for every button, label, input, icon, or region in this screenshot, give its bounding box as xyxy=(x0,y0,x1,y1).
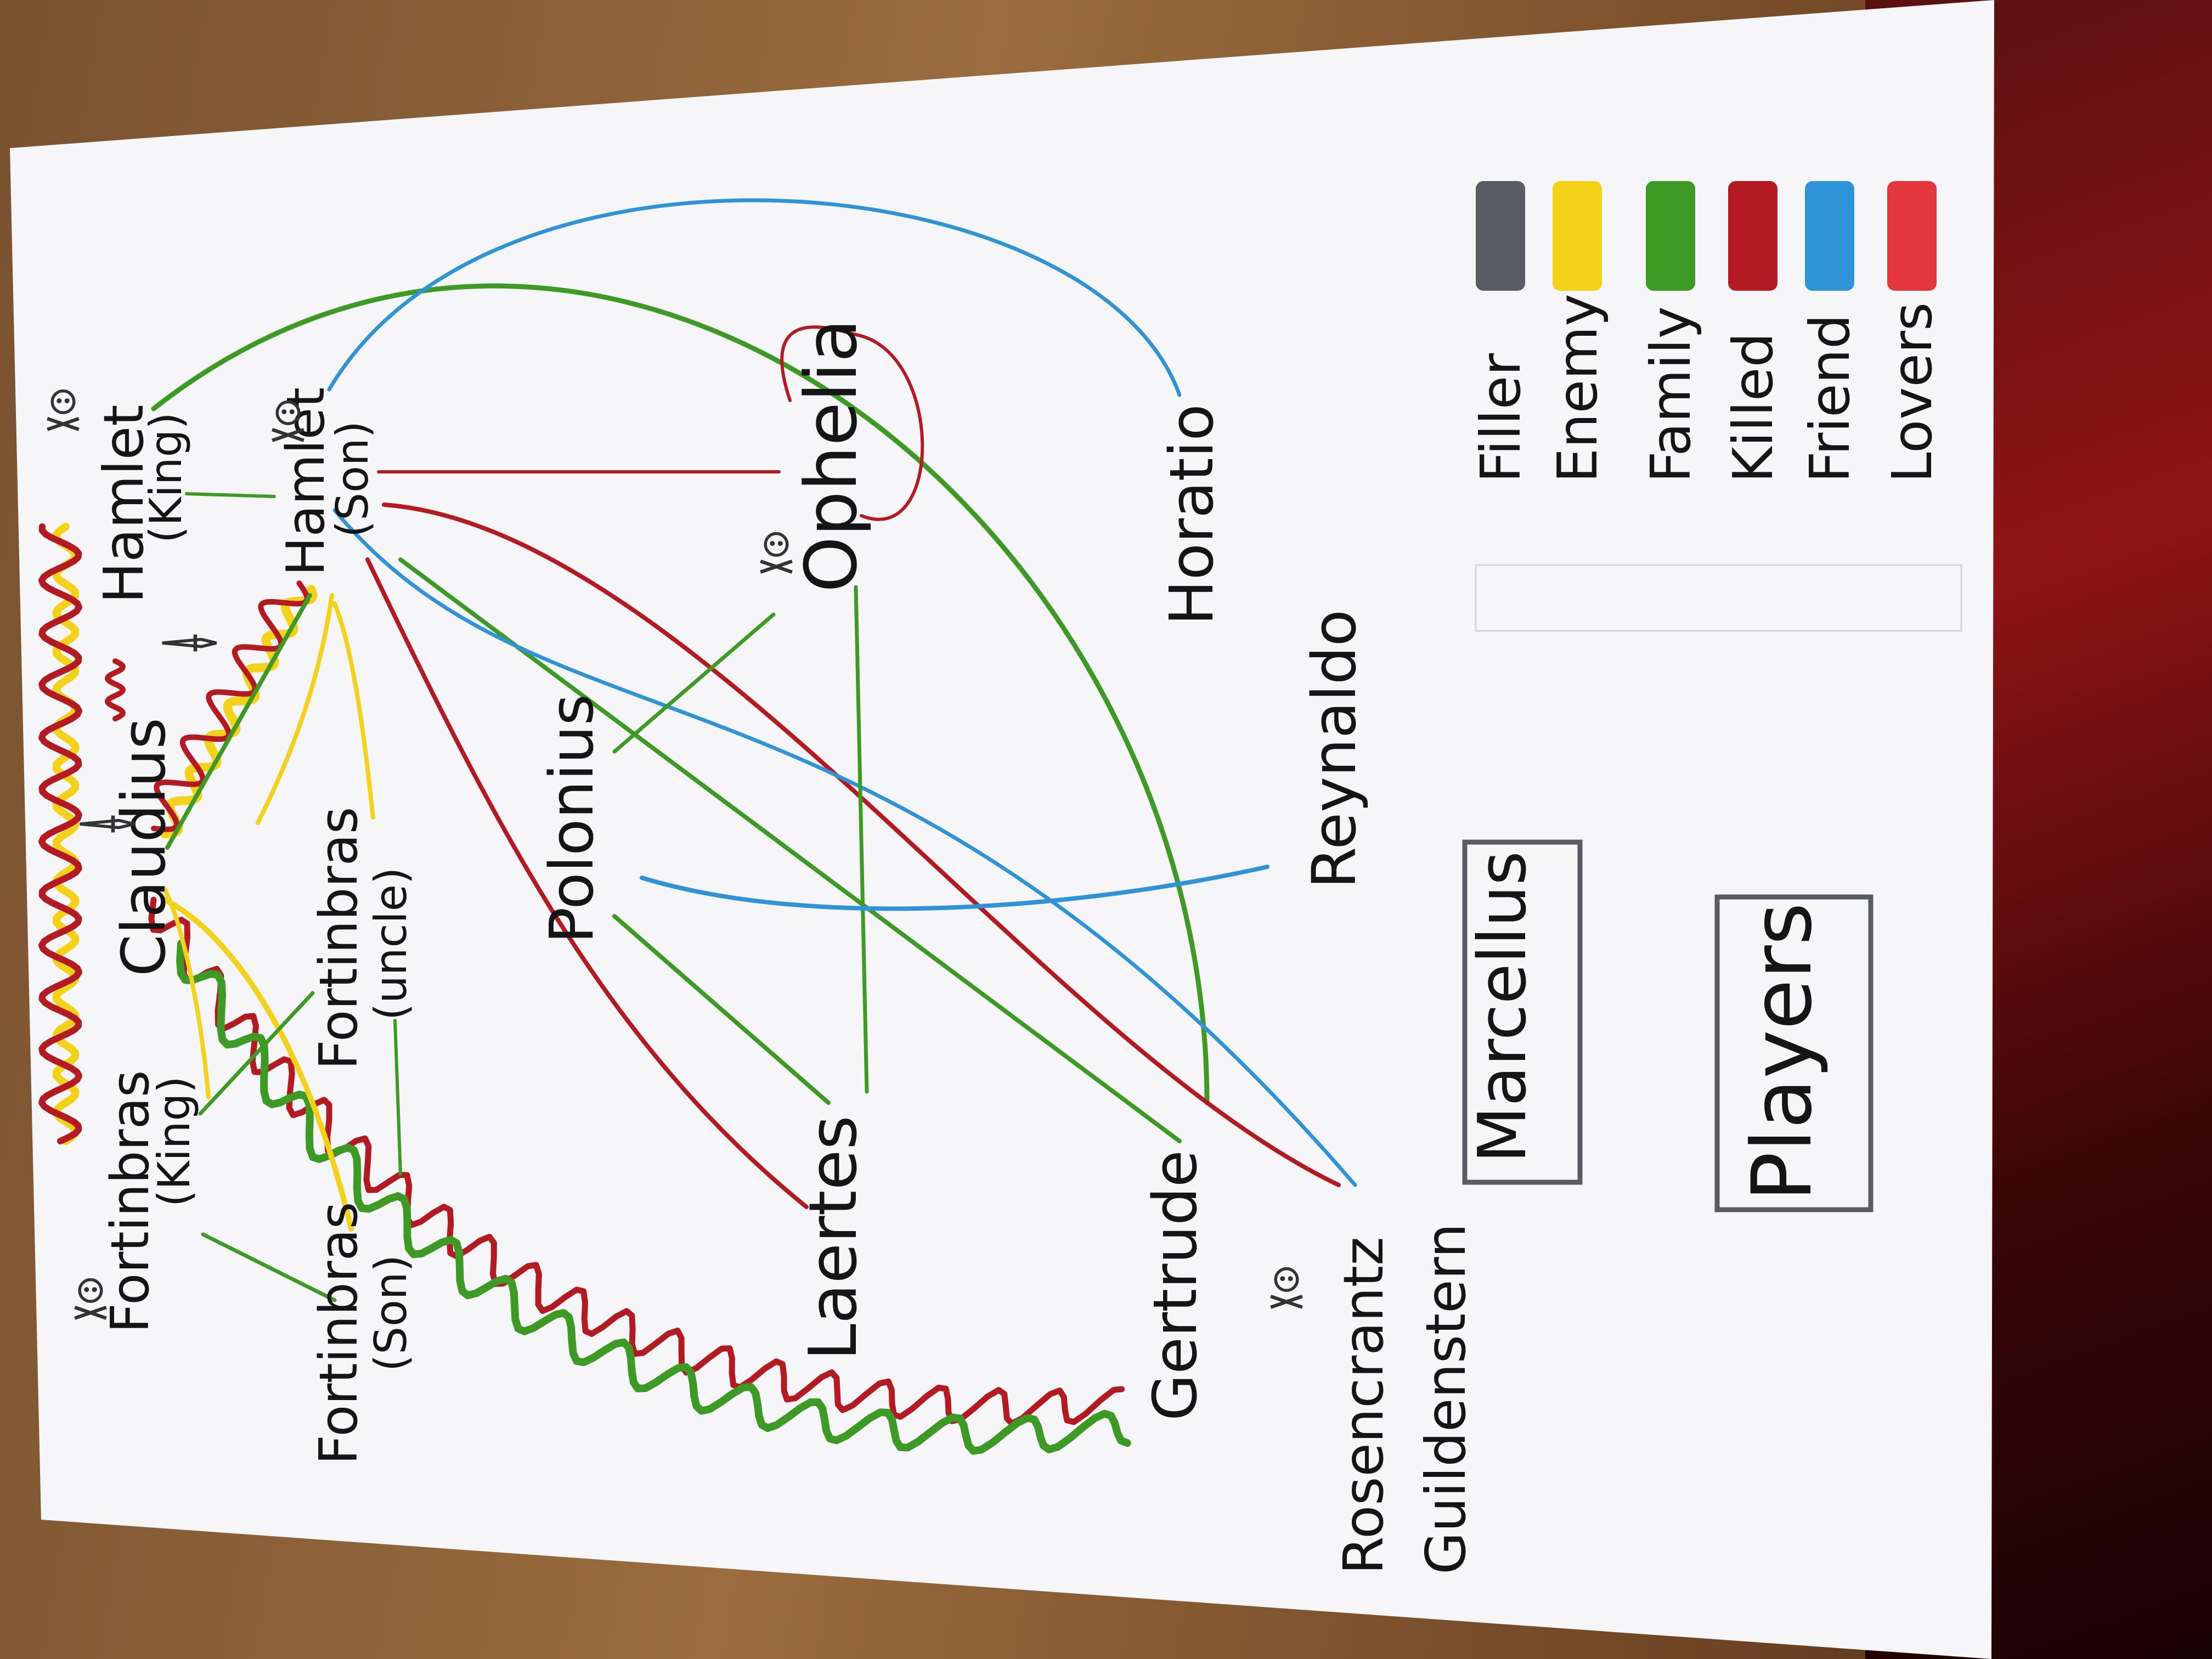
edge-blue-polonius-reynaldo xyxy=(640,865,1269,911)
label-fortinbras-uncle: Fortinbras xyxy=(309,807,369,1070)
legend-swatch-friend xyxy=(1805,181,1854,291)
edge-green-hamletking-gertrude xyxy=(151,283,1210,1105)
legend-swatch-filler xyxy=(1476,181,1525,291)
legend-swatch-lovers xyxy=(1887,181,1937,291)
label-guildenstern: Guildenstern xyxy=(1414,1223,1478,1575)
legend-swatch-family xyxy=(1646,181,1695,291)
label-hamlet-king: Hamlet xyxy=(92,405,156,603)
edge-green-fortking-uncle xyxy=(198,991,315,1116)
legend-label-filler: Filler xyxy=(1469,353,1533,483)
label-rosencrantz: Rosencrantz xyxy=(1331,1237,1396,1575)
label-fortinbras-king: Fortinbras xyxy=(100,1070,161,1333)
legend-label-killed: Killed xyxy=(1721,332,1785,483)
edge-green-claudius-hamletson xyxy=(165,593,312,850)
label-ophelia: Ophelia xyxy=(789,319,873,592)
edge-red-hamletson-rosen xyxy=(382,503,1341,1187)
edge-wave-red-gertrude xyxy=(148,896,1125,1427)
label-fortinbras-uncle-sub: (uncle) xyxy=(365,867,416,1020)
edge-green-hamletson-hamletking xyxy=(185,492,276,498)
legend-label-enemy: Enemy xyxy=(1545,294,1610,483)
label-claudius: Claudius xyxy=(109,718,179,977)
marcellus-box xyxy=(1462,839,1583,1185)
label-reynaldo: Reynaldo xyxy=(1299,610,1369,889)
label-gertrude: Gertrude xyxy=(1140,1150,1210,1421)
label-hamlet-son: Hamlet xyxy=(276,387,336,576)
edge-green-fortking-fortson xyxy=(201,1232,337,1302)
edge-green-ophelia-laertes xyxy=(854,585,869,1094)
edge-wave-red-left xyxy=(38,523,82,1144)
edge-red-hamletson-laertes xyxy=(365,557,809,1209)
label-fortinbras-son: Fortinbras xyxy=(309,1202,369,1465)
players-box xyxy=(1714,894,1874,1212)
label-laertes: Laertes xyxy=(795,1115,872,1361)
legend-swatch-enemy xyxy=(1553,181,1602,291)
edge-wave-red-claudius-hamlet xyxy=(105,658,126,721)
edge-yellow-fortinbras-pair xyxy=(162,887,211,1099)
label-fortinbras-son-sub: (Son) xyxy=(365,1255,416,1372)
edge-green-polonius-ophelia xyxy=(612,612,776,754)
legend-label-friend: Friend xyxy=(1798,314,1862,483)
edge-red-ophelia-loop xyxy=(780,325,924,521)
edge-green-uncle-son xyxy=(393,1019,402,1176)
edge-yellow-hamletson-fortson xyxy=(332,601,375,820)
edge-yellow-claudius-gertrude xyxy=(162,897,354,1232)
edge-green-hamletson-gertrude xyxy=(398,557,1182,1143)
legend-label-lovers: Lovers xyxy=(1880,302,1944,483)
edge-wave-red-claudius-hamletson xyxy=(151,580,310,832)
edge-wave-green-gertrude xyxy=(176,940,1131,1455)
edge-yellow-fortinbras-uncle xyxy=(256,593,334,825)
label-players: Players xyxy=(1735,902,1830,1201)
legend-erased-box xyxy=(1475,564,1962,632)
label-fortinbras-king-sub: (King) xyxy=(149,1076,200,1207)
label-hamlet-son-sub: (Son) xyxy=(327,421,378,538)
label-horatio: Horatio xyxy=(1156,404,1227,625)
legend-swatch-killed xyxy=(1728,181,1778,291)
legend-label-family: Family xyxy=(1639,306,1703,483)
label-hamlet-king-sub: (King) xyxy=(140,412,191,543)
label-marcellus: Marcellus xyxy=(1465,851,1541,1163)
edge-green-polonius-laertes xyxy=(612,914,831,1105)
edge-blue-hamletson-guilden xyxy=(332,508,1357,1187)
label-polonius: Polonius xyxy=(537,694,607,944)
edge-blue-hamletson-horatio xyxy=(327,198,1182,397)
paper-sheet xyxy=(10,0,1994,1659)
